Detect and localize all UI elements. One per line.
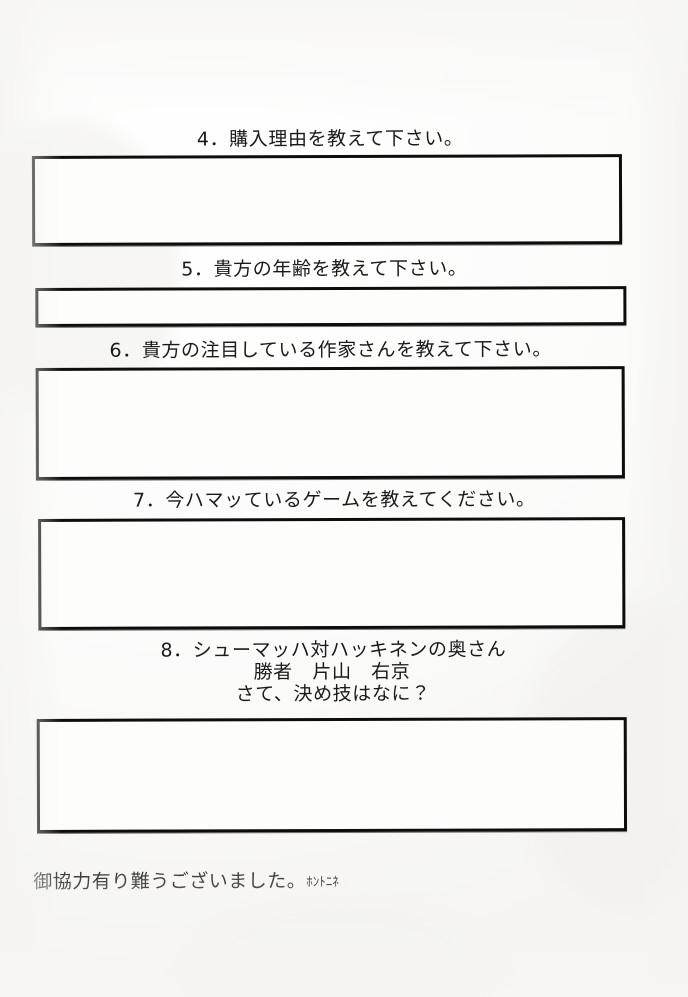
answer-box-q7[interactable] xyxy=(38,517,626,630)
question-8-label: 8．シューマッハ対ハッキネンの奥さん xyxy=(160,638,507,662)
question-6-label: 6．貴方の注目している作家さんを教えて下さい。 xyxy=(109,338,552,362)
answer-box-q8[interactable] xyxy=(36,717,628,833)
closing-message: 御協力有り難うございました。ﾎﾝﾄﾆﾈ xyxy=(33,870,339,895)
closing-kana-suffix: ﾎﾝﾄﾆﾈ xyxy=(306,875,339,891)
question-8-label-line3: さて、決め技はなに？ xyxy=(235,682,431,706)
question-8-label-line2: 勝者 片山 右京 xyxy=(253,660,411,684)
answer-box-q6[interactable] xyxy=(35,366,625,480)
closing-text: 御協力有り難うございました。 xyxy=(33,870,307,893)
question-4-label: 4．購入理由を教えて下さい。 xyxy=(196,127,464,151)
answer-box-q5[interactable] xyxy=(35,286,627,327)
question-5-label: 5．貴方の年齢を教えて下さい。 xyxy=(181,257,468,281)
answer-box-q4[interactable] xyxy=(31,154,623,246)
question-7-label: 7．今ハマッているゲームを教えてください。 xyxy=(132,488,536,512)
